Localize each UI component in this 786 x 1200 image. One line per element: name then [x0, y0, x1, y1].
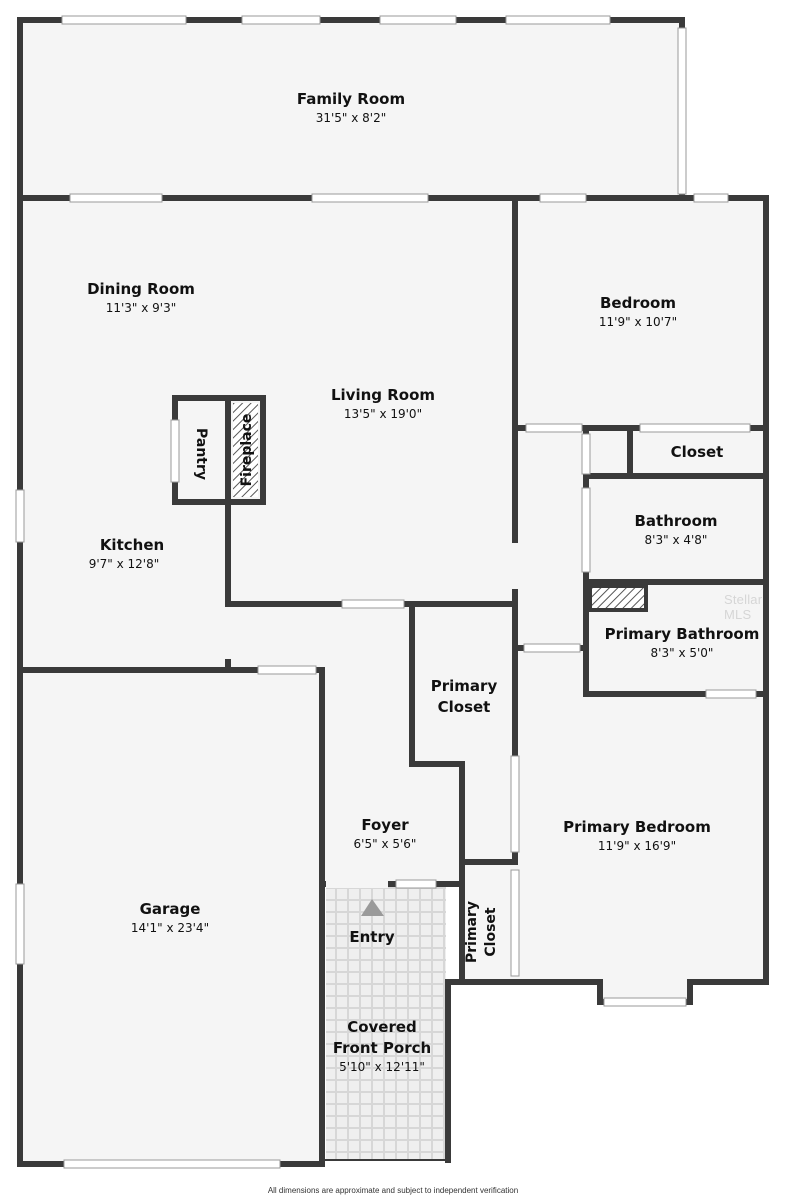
primary-closet-2-line2: Closet [483, 907, 499, 957]
bathroom-dim: 8'3" x 4'8" [645, 533, 708, 547]
primary-closet-2-line1: Primary [464, 901, 480, 963]
living-room-dim: 13'5" x 19'0" [344, 407, 422, 421]
primary-bathroom-dim: 8'3" x 5'0" [651, 646, 714, 660]
entry-opening [326, 880, 388, 888]
bathroom-name: Bathroom [634, 512, 717, 530]
primary-bathroom-name: Primary Bathroom [605, 625, 760, 643]
family-room-dim: 31'5" x 8'2" [316, 111, 387, 125]
closet-name: Closet [671, 443, 724, 461]
bath-vanity-hatch [588, 584, 648, 612]
kitchen-dim: 9'7" x 12'8" [89, 557, 160, 571]
dining-room-name: Dining Room [87, 280, 195, 298]
living-room-name: Living Room [331, 386, 435, 404]
room-labels: Family Room 31'5" x 8'2" Dining Room 11'… [87, 90, 759, 1074]
porch-paving [326, 886, 446, 1160]
windows [15, 15, 757, 1169]
watermark: Stellar MLS [724, 592, 763, 622]
primary-closet-1-line2: Closet [438, 698, 491, 716]
primary-closet-1-line1: Primary [431, 677, 498, 695]
porch-dim: 5'10" x 12'11" [339, 1060, 425, 1074]
entry-name: Entry [349, 928, 394, 946]
bedroom-dim: 11'9" x 10'7" [599, 315, 677, 329]
kitchen-name: Kitchen [100, 536, 164, 554]
fireplace-name: Fireplace [239, 414, 255, 487]
foyer-name: Foyer [361, 816, 409, 834]
porch-line1: Covered [347, 1018, 417, 1036]
entry-arrow-icon [361, 899, 384, 916]
foyer-dim: 6'5" x 5'6" [354, 837, 417, 851]
family-room-name: Family Room [297, 90, 405, 108]
garage-dim: 14'1" x 23'4" [131, 921, 209, 935]
dining-room-dim: 11'3" x 9'3" [106, 301, 177, 315]
primary-bedroom-dim: 11'9" x 16'9" [598, 839, 676, 853]
porch-line2: Front Porch [333, 1039, 431, 1057]
bedroom-name: Bedroom [600, 294, 676, 312]
footer-disclaimer: All dimensions are approximate and subje… [267, 1186, 519, 1195]
garage-name: Garage [140, 900, 201, 918]
primary-bedroom-name: Primary Bedroom [563, 818, 711, 836]
pantry-name: Pantry [193, 428, 209, 480]
